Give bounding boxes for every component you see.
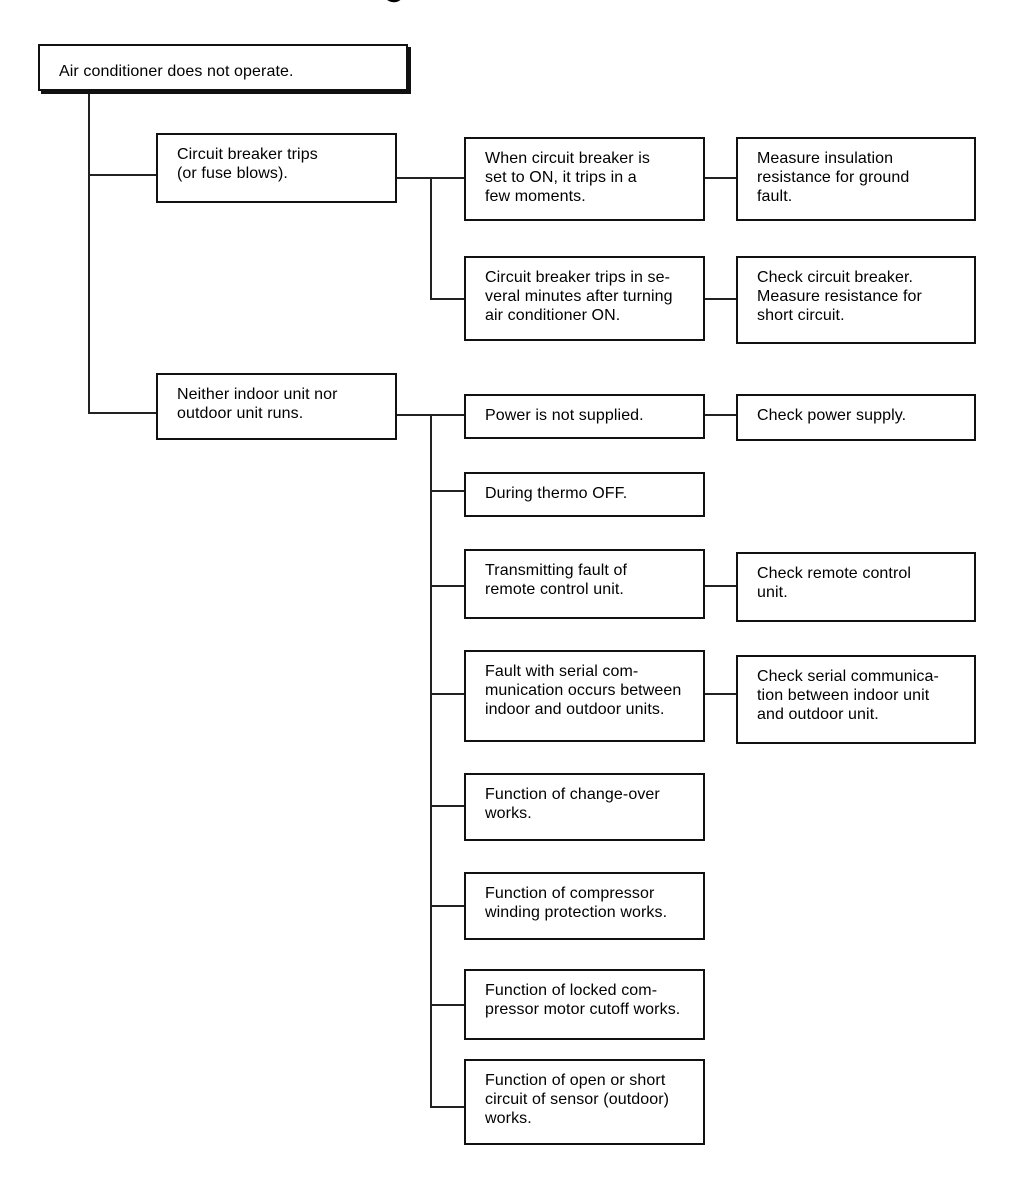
node-neither-runs: Neither indoor unit nor outdoor unit run…	[156, 373, 397, 440]
node-sensor-circuit: Function of open or short circuit of sen…	[464, 1059, 705, 1145]
connector-to-neither-runs	[88, 412, 156, 414]
connector-to-breaker-minutes	[430, 298, 464, 300]
heading-fragment-glyphs	[387, 0, 401, 3]
connector-to-remote-fault	[430, 585, 464, 587]
connector-to-breaker-immediate	[430, 177, 464, 179]
node-serial-fault: Fault with serial com- munication occurs…	[464, 650, 705, 742]
node-breaker-immediate: When circuit breaker is set to ON, it tr…	[464, 137, 705, 221]
trunk-neither-connector	[430, 414, 432, 1108]
cropped-heading-fragment	[375, 0, 435, 8]
trunk-main-connector	[88, 91, 90, 414]
node-breaker: Circuit breaker trips (or fuse blows).	[156, 133, 397, 203]
node-winding-protection: Function of compressor winding protectio…	[464, 872, 705, 940]
node-root: Air conditioner does not operate.	[38, 44, 408, 91]
node-check-breaker: Check circuit breaker. Measure resistanc…	[736, 256, 976, 344]
connector-to-check-remote	[705, 585, 736, 587]
connector-to-changeover	[430, 805, 464, 807]
node-check-serial: Check serial communica- tion between ind…	[736, 655, 976, 744]
connector-to-check-breaker	[705, 298, 736, 300]
node-changeover: Function of change-over works.	[464, 773, 705, 841]
connector-to-winding-protection	[430, 905, 464, 907]
node-thermo-off: During thermo OFF.	[464, 472, 705, 517]
node-check-power: Check power supply.	[736, 394, 976, 441]
connector-to-no-power	[430, 414, 464, 416]
connector-to-check-insulation	[705, 177, 736, 179]
connector-neither-out	[397, 414, 430, 416]
node-check-insulation: Measure insulation resistance for ground…	[736, 137, 976, 221]
connector-to-breaker	[88, 174, 156, 176]
node-remote-fault: Transmitting fault of remote control uni…	[464, 549, 705, 619]
connector-to-check-serial	[705, 693, 736, 695]
connector-breaker-out	[397, 177, 430, 179]
trunk-breaker-connector	[430, 177, 432, 300]
connector-to-locked-motor	[430, 1004, 464, 1006]
node-breaker-minutes: Circuit breaker trips in se- veral minut…	[464, 256, 705, 341]
connector-to-sensor-circuit	[430, 1106, 464, 1108]
connector-to-serial-fault	[430, 693, 464, 695]
node-check-remote: Check remote control unit.	[736, 552, 976, 622]
connector-to-check-power	[705, 414, 736, 416]
connector-to-thermo-off	[430, 490, 464, 492]
node-locked-motor: Function of locked com- pressor motor cu…	[464, 969, 705, 1040]
node-no-power: Power is not supplied.	[464, 394, 705, 439]
